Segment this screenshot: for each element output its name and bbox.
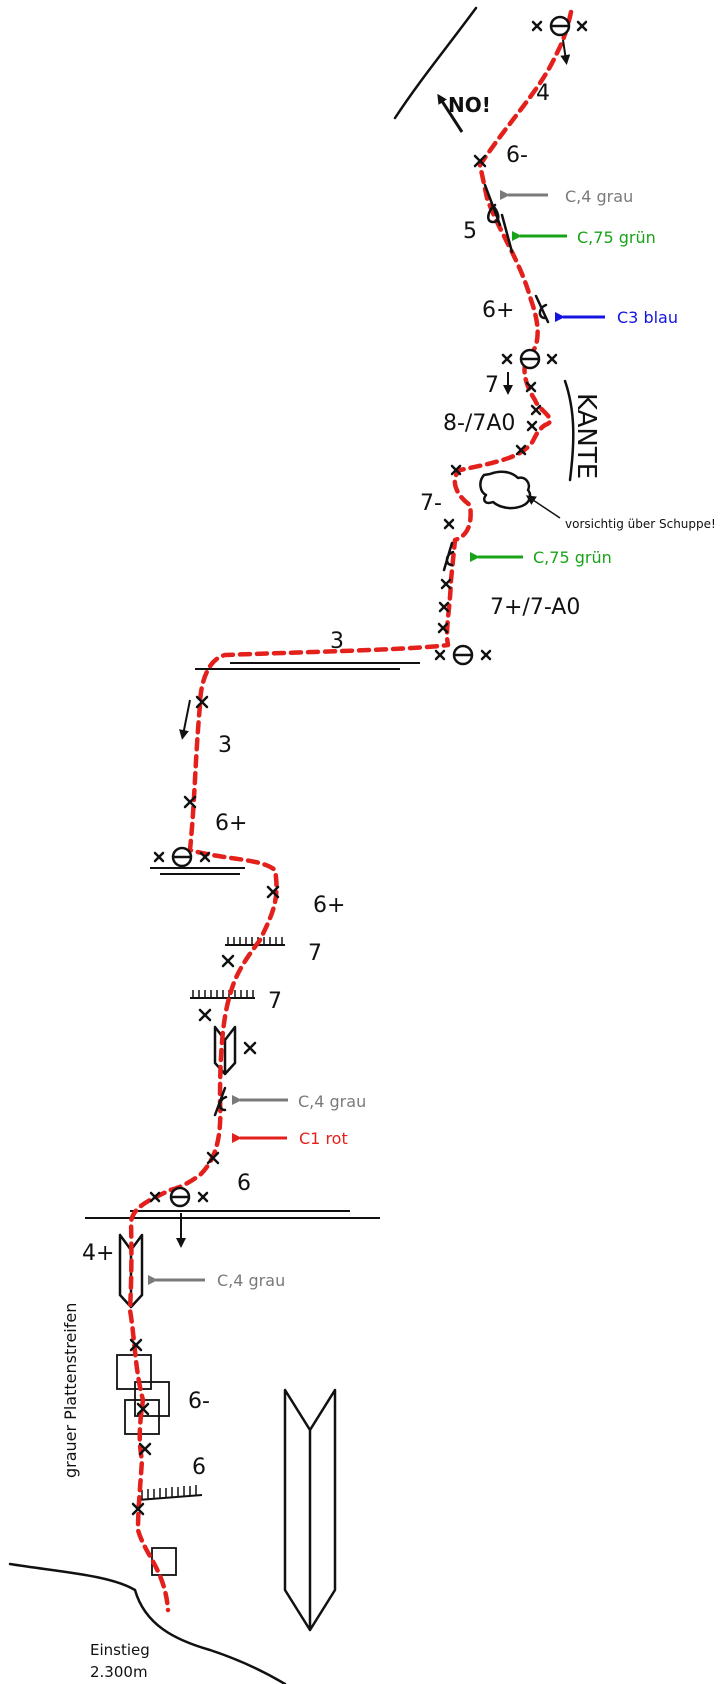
slab-block: [116, 1354, 152, 1390]
gear-callout-grau: C,4 grau: [500, 187, 633, 206]
down-arrow: [179, 699, 191, 740]
svg-text:C1 rot: C1 rot: [299, 1129, 348, 1148]
belay-station: [171, 846, 193, 868]
belay-station: [519, 348, 541, 370]
kante-edge: [563, 379, 575, 482]
bolt: [473, 154, 487, 168]
dihedral-symbol-large: [283, 1388, 337, 1632]
grade-label: 3: [330, 629, 344, 654]
bolt: [195, 695, 209, 709]
bolt: [197, 1191, 209, 1203]
bolt: [199, 851, 211, 863]
grade-label: 7: [268, 989, 282, 1014]
gear-callout-grau: C,4 grau: [232, 1092, 366, 1111]
grade-label: 4: [536, 81, 550, 106]
cam-placement: [442, 541, 455, 572]
svg-text:C,4 grau: C,4 grau: [217, 1271, 285, 1290]
bolt: [525, 381, 537, 393]
bolt: [206, 1151, 220, 1165]
bolt: [515, 444, 527, 456]
ledge-mid: [150, 867, 245, 875]
cam-placement: [500, 213, 514, 254]
bolt: [443, 518, 455, 530]
grade-label: 5: [463, 219, 477, 244]
ground-line: [8, 1562, 287, 1684]
grade-label: 7-: [420, 491, 442, 516]
grade-label: 7: [485, 373, 499, 398]
bolt: [530, 404, 542, 416]
bolt: [153, 851, 165, 863]
einstieg-label: Einstieg: [90, 1641, 150, 1659]
cam-placement: [213, 1086, 228, 1117]
bolt: [138, 1442, 152, 1456]
belay-station: [169, 1186, 191, 1208]
flake-symbol: [479, 470, 532, 510]
svg-text:C,4 grau: C,4 grau: [565, 187, 633, 206]
gear-callout-rot: C1 rot: [232, 1129, 348, 1148]
ledge-traverse: [195, 662, 420, 670]
bolt: [480, 649, 492, 661]
bolt: [183, 795, 197, 809]
grade-label: 6-: [506, 143, 528, 168]
no-arrow: [437, 93, 464, 133]
bolt: [576, 20, 588, 32]
bolt: [243, 1041, 257, 1055]
bolt: [526, 420, 538, 432]
gear-callout-grau: C,4 grau: [148, 1271, 285, 1290]
svg-text:C,4 grau: C,4 grau: [298, 1092, 366, 1111]
bolt: [221, 954, 235, 968]
bolt: [501, 353, 513, 365]
grade-label: 6+: [482, 298, 514, 323]
bolt: [198, 1008, 212, 1022]
bolt: [438, 601, 450, 613]
grade-label: 6: [192, 1455, 206, 1480]
plattenstreifen-label: grauer Plattenstreifen: [61, 1303, 80, 1478]
bolt: [136, 1402, 150, 1416]
grade-label: 6: [237, 1171, 251, 1196]
grade-label: 4+: [82, 1241, 114, 1266]
dihedral-symbol: [213, 1025, 237, 1076]
bolt: [149, 1191, 161, 1203]
gear-callout-blau: C3 blau: [555, 308, 678, 327]
bolt: [437, 622, 449, 634]
grade-label: 7+/7-A0: [490, 595, 580, 620]
bolt: [440, 578, 452, 590]
roof-symbol: [225, 937, 285, 946]
grade-label: 6-: [188, 1389, 210, 1414]
bolt: [129, 1338, 143, 1352]
gear-callout-gruen: C,75 grün: [470, 548, 612, 567]
svg-text:C3 blau: C3 blau: [617, 308, 678, 327]
bolt: [266, 885, 280, 899]
grade-label: 7: [308, 941, 322, 966]
svg-text:C,75 grün: C,75 grün: [533, 548, 612, 567]
bolt: [434, 649, 446, 661]
down-arrow: [560, 39, 571, 65]
no-label: NO!: [448, 93, 491, 117]
belay-station: [452, 644, 474, 666]
cam-placement: [534, 294, 550, 324]
roof-symbol: [190, 990, 255, 999]
bolt: [531, 20, 543, 32]
schuppe-note: vorsichtig über Schuppe!: [565, 517, 716, 531]
grade-label: 6+: [215, 811, 247, 836]
belay-station: [549, 15, 571, 37]
slab-block: [134, 1381, 170, 1417]
roof-symbol: [137, 1485, 203, 1501]
kante-label: KANTE: [571, 393, 601, 479]
grade-label: 6+: [313, 893, 345, 918]
cam-placement: [483, 183, 502, 227]
gear-callout-gruen: C,75 grün: [512, 228, 656, 247]
route-line: [127, 9, 574, 1613]
altitude-label: 2.300m: [90, 1663, 148, 1681]
grade-label: 8-/7A0: [443, 411, 515, 436]
schuppe-pointer: [525, 495, 561, 519]
bolt: [546, 353, 558, 365]
grade-label: 3: [218, 733, 232, 758]
svg-text:C,75 grün: C,75 grün: [577, 228, 656, 247]
ledge-lower: [85, 1210, 380, 1219]
bolt: [450, 464, 462, 476]
bolt: [131, 1502, 145, 1516]
rock-edge-top: [393, 6, 478, 120]
